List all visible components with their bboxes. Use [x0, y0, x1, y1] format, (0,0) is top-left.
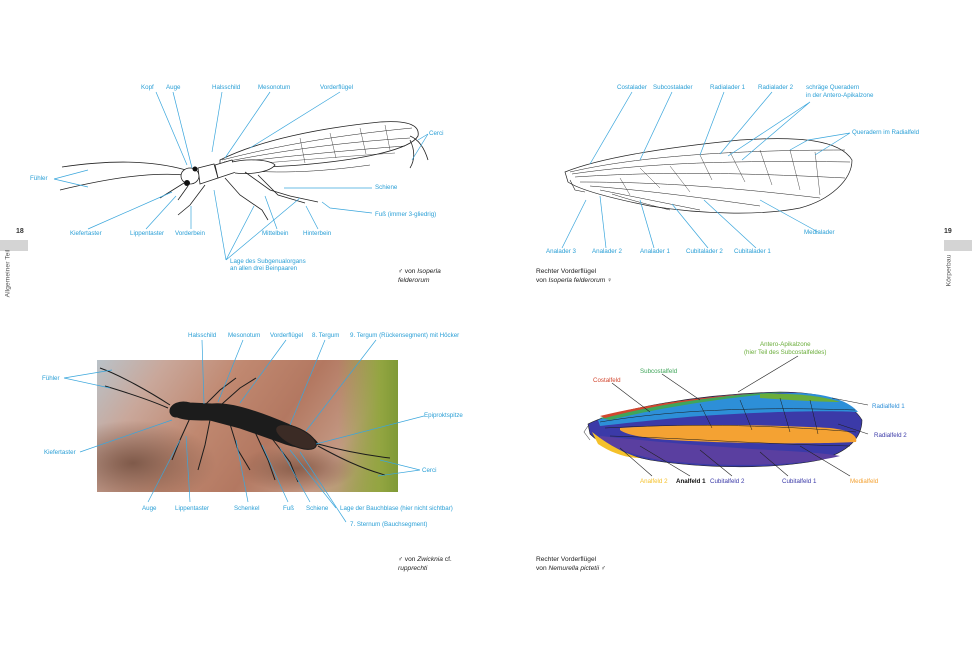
- fig1-label-vorderbein: Vorderbein: [175, 230, 205, 237]
- fig1-label-lippentaster: Lippentaster: [130, 230, 165, 237]
- fig1-label-kiefertaster: Kiefertaster: [70, 230, 102, 237]
- fig3-label-schenkel: Schenkel: [234, 505, 260, 512]
- fig1-label-fuehler: Fühler: [30, 175, 48, 182]
- right-page-number: 19: [944, 228, 952, 235]
- stonefly-photo: [97, 360, 398, 492]
- fig4-label-subcostalfeld: Subcostalfeld: [640, 368, 678, 375]
- fig3-label-fuss: Fuß: [283, 505, 295, 512]
- fig4-label-antero-2: (hier Teil des Subcostalfeldes): [744, 349, 827, 356]
- fig3-label-bauchblase: Lage der Bauchblase (hier nicht sichtbar…: [340, 505, 453, 512]
- fig4-label-cubitalfeld1: Cubitalfeld 1: [782, 478, 817, 485]
- fig1-caption: ♂ von Isoperla felderorum: [398, 268, 441, 284]
- left-page-number: 18: [16, 228, 24, 235]
- fig3-label-auge: Auge: [142, 505, 157, 512]
- fig1-label-mittelbein: Mittelbein: [262, 230, 289, 237]
- fig2-label-analader2: Analader 2: [592, 248, 622, 255]
- left-page-tab: [0, 240, 28, 251]
- fig4-leader-lines: [611, 355, 869, 477]
- fig2-label-analader3: Analader 3: [546, 248, 576, 255]
- fig2-label-cubitalader2: Cubitalader 2: [686, 248, 723, 255]
- fig2-label-radialader1: Radialader 1: [710, 84, 746, 91]
- male-symbol: ♂: [398, 556, 403, 563]
- fig2-label-medialader: Medialader: [804, 229, 835, 236]
- fig3-label-epiprokt: Epiproktspitze: [424, 412, 463, 419]
- fig3-leader-lines: [63, 339, 425, 523]
- fig1-label-kopf: Kopf: [141, 84, 154, 91]
- fig1-label-hinterbein: Hinterbein: [303, 230, 332, 237]
- fig1-label-schiene: Schiene: [375, 184, 398, 191]
- fig1-label-halsschild: Halsschild: [212, 84, 241, 91]
- right-page-tab: [944, 240, 972, 251]
- colored-forewing-nemurella: [583, 391, 863, 468]
- fig3-label-sternum: 7. Sternum (Bauchsegment): [350, 521, 428, 528]
- fig4-label-costalfeld: Costalfeld: [593, 377, 621, 384]
- fig2-label-costalader: Costalader: [617, 84, 647, 91]
- fig1-label-fuss: Fuß (immer 3-gliedrig): [375, 211, 437, 218]
- fig1-label-subgenual-2: an allen drei Beinpaaren: [230, 265, 298, 272]
- fig3-label-schiene: Schiene: [306, 505, 329, 512]
- fig2-label-schraege-1: schräge Queradern: [806, 84, 860, 91]
- fig2-label-queradern: Queradern im Radialfeld: [852, 129, 920, 136]
- fig3-label-cerci: Cerci: [422, 467, 437, 474]
- fig2-label-schraege-2: in der Antero-Apikalzone: [806, 92, 874, 99]
- fig3-label-lippentaster: Lippentaster: [175, 505, 210, 512]
- female-symbol: ♀: [607, 276, 613, 284]
- fig2-label-cubitalader1: Cubitalader 1: [734, 248, 771, 255]
- fig2-leader-lines: [561, 91, 851, 249]
- fig4-caption: Rechter Vorderflügel von Nemurella picte…: [536, 556, 606, 572]
- fig3-label-tergum9: 9. Tergum (Rückensegment) mit Höcker: [350, 332, 460, 339]
- fig3-label-tergum8: 8. Tergum: [312, 332, 340, 339]
- fig3-label-halsschild: Halsschild: [188, 332, 217, 339]
- fig3-label-kiefertaster: Kiefertaster: [44, 449, 76, 456]
- fig1-label-cerci: Cerci: [429, 130, 444, 137]
- fig1-label-subgenual-1: Lage des Subgenualorgans: [230, 258, 306, 265]
- fig4-label-cubitalfeld2: Cubitalfeld 2: [710, 478, 745, 485]
- fig2-label-analader1: Analader 1: [640, 248, 670, 255]
- fig4-label-radialfeld2: Radialfeld 2: [874, 432, 907, 439]
- fig4-label-analfeld1: Analfeld 1: [676, 478, 706, 485]
- fig2-caption: Rechter Vorderflügel von Isoperla felder…: [536, 268, 613, 284]
- fig3-caption: ♂ von Zwicknia cf. rupprechti: [398, 556, 452, 572]
- forewing-drawing-isoperla: [564, 138, 853, 214]
- fig3-label-fuehler: Fühler: [42, 375, 60, 382]
- photo-stonefly: [99, 367, 391, 483]
- fig4-label-radialfeld1: Radialfeld 1: [872, 403, 905, 410]
- fig3-label-vorderfluegel: Vorderflügel: [270, 332, 304, 339]
- male-symbol: ♂: [600, 564, 606, 572]
- male-symbol: ♂: [398, 268, 403, 275]
- fig2-label-subcostalader: Subcostalader: [653, 84, 693, 91]
- fig4-label-medialfeld: Medialfeld: [850, 478, 879, 485]
- fig1-label-auge: Auge: [166, 84, 181, 91]
- fig2-label-radialader2: Radialader 2: [758, 84, 794, 91]
- fig1-label-vorderfluegel: Vorderflügel: [320, 84, 354, 91]
- fig4-label-antero-1: Antero-Apikalzone: [760, 341, 811, 348]
- fig1-label-mesonotum: Mesonotum: [258, 84, 291, 91]
- adult-insect-drawing: [59, 121, 429, 221]
- fig1-leader-lines: [53, 91, 429, 261]
- fig4-label-analfeld2: Analfeld 2: [640, 478, 668, 485]
- fig3-label-mesonotum: Mesonotum: [228, 332, 261, 339]
